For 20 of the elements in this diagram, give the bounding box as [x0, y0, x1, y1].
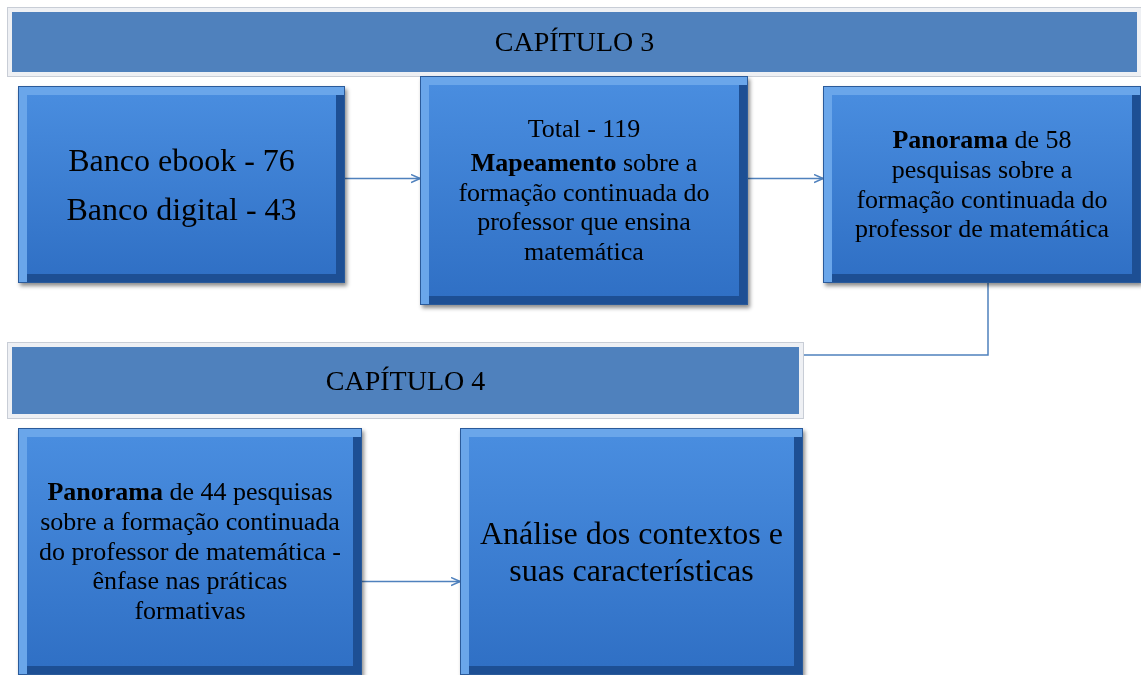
process-box [420, 76, 748, 305]
box-text: Banco digital - 43 [66, 190, 297, 228]
process-box [18, 428, 362, 675]
chapter-band [8, 343, 803, 418]
process-box [460, 428, 803, 675]
process-box [18, 86, 345, 283]
box-text: Mapeamento sobre a formação continuada do professor que ensina matemática [457, 147, 711, 268]
arrow [747, 173, 824, 184]
arrow [361, 576, 461, 587]
arrow [344, 173, 421, 184]
chapter-title: CAPÍTULO 3 [494, 26, 655, 58]
chapter-title: CAPÍTULO 4 [325, 364, 486, 397]
connector-line [802, 282, 989, 356]
box-text: Panorama de 44 pesquisas sobre a formação continuada do professor de matemática - ênfase nas práticas formativas [38, 476, 342, 627]
chapter-band [8, 8, 1141, 76]
box-text: Panorama de 58 pesquisas sobre a formação continuada do professor de matemática [853, 124, 1111, 245]
box-text: Banco ebook - 76 [68, 141, 295, 179]
box-text: Total - 119 [527, 113, 641, 144]
box-text: Análise dos contextos e suas características [479, 514, 784, 589]
process-box [823, 86, 1141, 283]
